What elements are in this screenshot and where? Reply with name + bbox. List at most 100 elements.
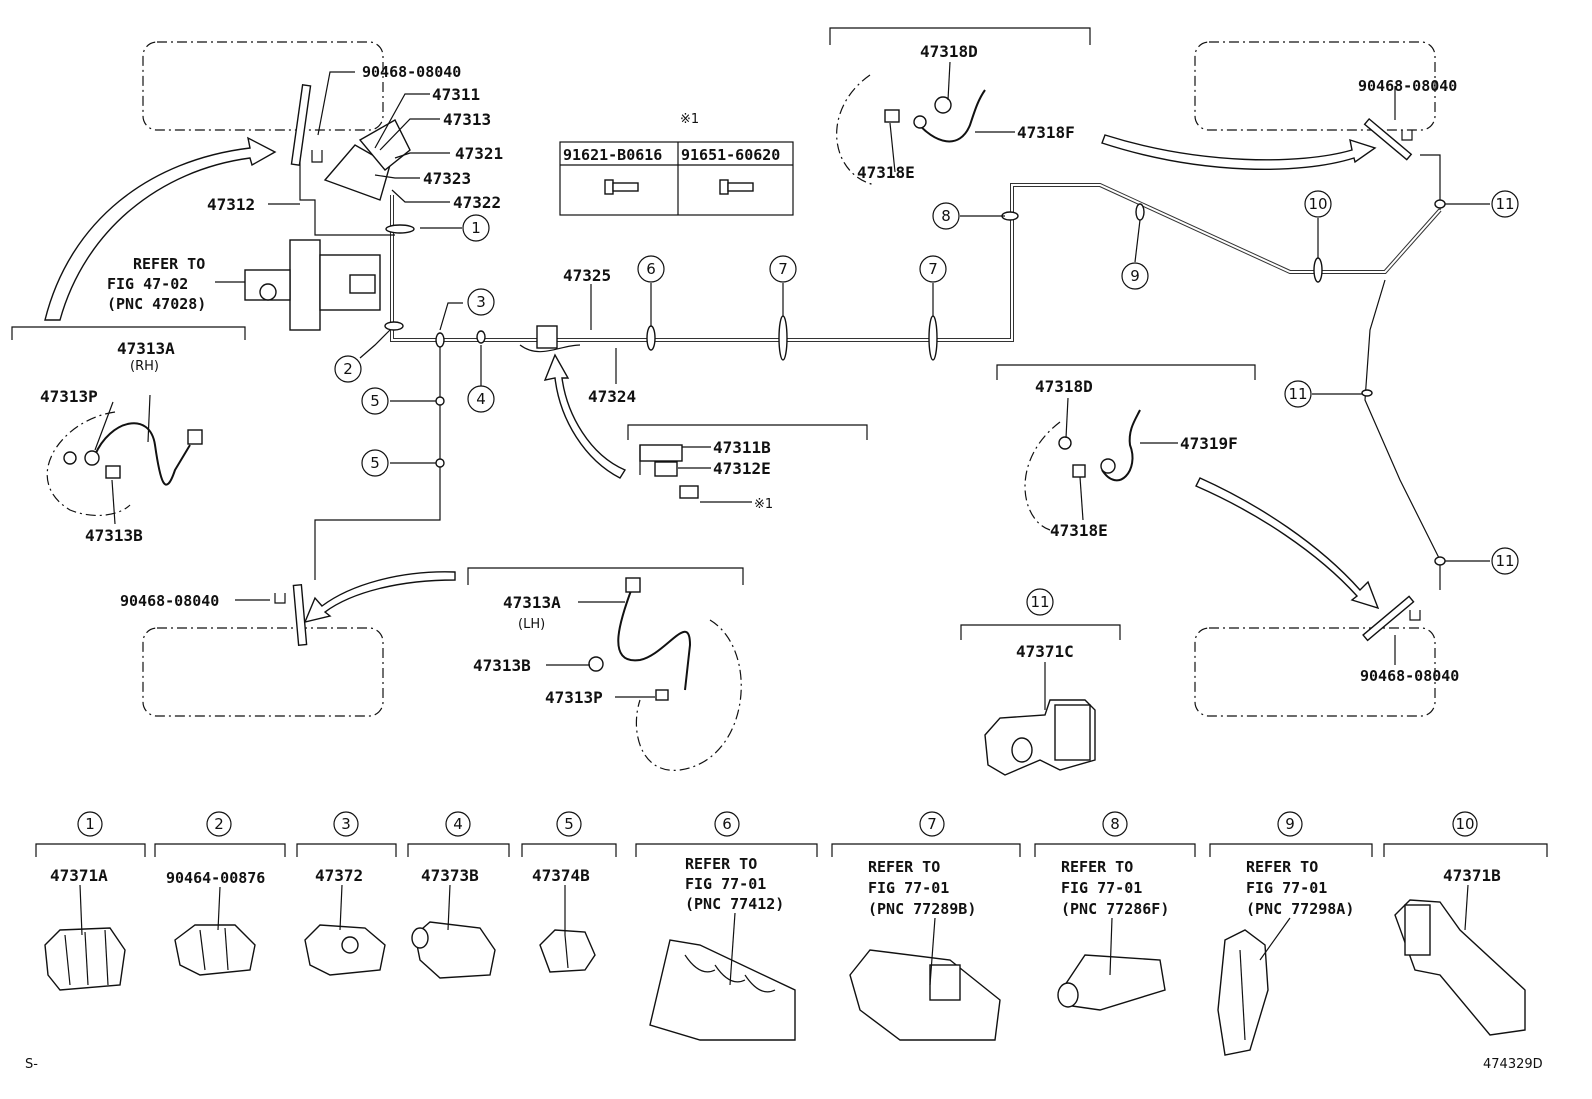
- label-refer-line2: FIG 47-02: [107, 275, 188, 293]
- clamp-47371b-icon: [1394, 899, 1526, 1036]
- svg-text:11: 11: [1495, 552, 1514, 570]
- callout-11d: 11: [1026, 588, 1054, 616]
- label-47371c: 47371C: [1016, 642, 1074, 661]
- callout-8: 8: [932, 202, 960, 230]
- front-right-outline: [142, 41, 384, 131]
- master-cylinder-assembly: [244, 84, 411, 331]
- label-asterisk-table-title: ※1: [680, 112, 699, 127]
- svg-text:2: 2: [343, 360, 353, 378]
- callout-4: 4: [467, 385, 495, 413]
- svg-text:9: 9: [1130, 267, 1140, 285]
- svg-text:5: 5: [370, 392, 380, 410]
- label-refer-8-line2: FIG 77-01: [1061, 879, 1142, 897]
- callout-5b: 5: [361, 449, 389, 477]
- svg-text:7: 7: [927, 815, 937, 833]
- label-47322: 47322: [453, 193, 501, 212]
- label-47371a: 47371A: [50, 866, 108, 885]
- leader-lines: [94, 61, 1490, 698]
- label-90468-08040-left: 90468-08040: [120, 592, 219, 610]
- svg-text:9: 9: [1285, 815, 1295, 833]
- svg-text:7: 7: [928, 260, 938, 278]
- footer-left-code: S-: [25, 1057, 38, 1072]
- clamp-77289b-icon: [849, 949, 1001, 1041]
- label-91621: 91621-B0616: [563, 146, 662, 164]
- label-refer-line1: REFER TO: [133, 255, 205, 273]
- bracket-47311b: [639, 444, 699, 499]
- svg-text:10: 10: [1455, 815, 1474, 833]
- label-refer-7-line2: FIG 77-01: [868, 879, 949, 897]
- svg-text:2: 2: [214, 815, 224, 833]
- callout-bottom-9: 9: [1277, 811, 1303, 837]
- label-47373b: 47373B: [421, 866, 479, 885]
- label-asterisk1-bracket: ※1: [754, 497, 773, 512]
- label-47325: 47325: [563, 266, 611, 285]
- label-47374b: 47374B: [532, 866, 590, 885]
- svg-text:8: 8: [1110, 815, 1120, 833]
- label-47313p-rh: 47313P: [40, 387, 98, 406]
- hose-rh-front: [46, 411, 203, 516]
- svg-text:7: 7: [778, 260, 788, 278]
- hose-rear-right: [836, 74, 986, 186]
- label-47318f: 47318F: [1017, 123, 1075, 142]
- svg-text:3: 3: [476, 293, 486, 311]
- label-refer-6-line1: REFER TO: [685, 855, 757, 873]
- bolt-icon-91651: [719, 179, 754, 195]
- label-refer-9-line2: FIG 77-01: [1246, 879, 1327, 897]
- bottom-row-labels: 47371A 90464-00876 47372 47373B 47374B R…: [50, 662, 1501, 986]
- svg-text:11: 11: [1495, 195, 1514, 213]
- hose-rear-left: [1024, 409, 1141, 531]
- clamp-47374b-icon: [539, 929, 596, 973]
- callout-1: 1: [462, 214, 490, 242]
- callout-2: 2: [334, 355, 362, 383]
- label-refer-8-line1: REFER TO: [1061, 858, 1133, 876]
- callout-3: 3: [467, 288, 495, 316]
- clamp-77298a-icon: [1217, 929, 1269, 1056]
- clamp-47372-icon: [304, 924, 386, 976]
- callout-bottom-7: 7: [919, 811, 945, 837]
- callout-bottom-1: 1: [77, 811, 103, 837]
- label-90464-00876: 90464-00876: [166, 869, 265, 887]
- svg-text:4: 4: [476, 390, 486, 408]
- label-refer-9-line3: (PNC 77298A): [1246, 900, 1354, 918]
- svg-text:1: 1: [471, 219, 481, 237]
- label-47323: 47323: [423, 169, 471, 188]
- label-refer-7-line1: REFER TO: [868, 858, 940, 876]
- label-47312: 47312: [207, 195, 255, 214]
- label-47318d-bottom: 47318D: [1035, 377, 1093, 396]
- svg-text:5: 5: [370, 454, 380, 472]
- callout-5a: 5: [361, 387, 389, 415]
- label-refer-6-line3: (PNC 77412): [685, 895, 784, 913]
- label-refer-9-line1: REFER TO: [1246, 858, 1318, 876]
- label-90468-08040-rear-bottom: 90468-08040: [1360, 667, 1459, 685]
- illustration-number: 474329D: [1483, 1057, 1543, 1072]
- rear-left-outline: [1194, 627, 1436, 717]
- clamp-47371a-icon: [44, 927, 126, 991]
- callout-7b: 7: [919, 255, 947, 283]
- clamp-illustrations: [44, 699, 1526, 1056]
- label-lh: (LH): [518, 617, 545, 632]
- clamp-47373b-icon: [411, 921, 496, 979]
- label-90468-08040-top: 90468-08040: [362, 63, 461, 81]
- label-47372: 47372: [315, 866, 363, 885]
- callout-circles: 1 2 3 4 5 5 6 7 7 8 9 10 11 11 11 11 1 2…: [77, 190, 1519, 837]
- label-refer-6-line2: FIG 77-01: [685, 875, 766, 893]
- label-47312e: 47312E: [713, 459, 771, 478]
- group-brackets: [11, 27, 1548, 857]
- label-47324: 47324: [588, 387, 636, 406]
- callout-11a: 11: [1491, 190, 1519, 218]
- label-47311b: 47311B: [713, 438, 771, 457]
- clamp-77286f-icon: [1057, 954, 1166, 1011]
- label-47313b-rh: 47313B: [85, 526, 143, 545]
- callout-9: 9: [1121, 262, 1149, 290]
- label-47318e-bottom: 47318E: [1050, 521, 1108, 540]
- svg-text:4: 4: [453, 815, 463, 833]
- svg-text:11: 11: [1288, 385, 1307, 403]
- label-47319f: 47319F: [1180, 434, 1238, 453]
- asterisk-table: [559, 141, 794, 216]
- svg-text:1: 1: [85, 815, 95, 833]
- callout-bottom-4: 4: [445, 811, 471, 837]
- callout-bottom-3: 3: [333, 811, 359, 837]
- label-91651: 91651-60620: [681, 146, 780, 164]
- callout-bottom-10: 10: [1452, 811, 1478, 837]
